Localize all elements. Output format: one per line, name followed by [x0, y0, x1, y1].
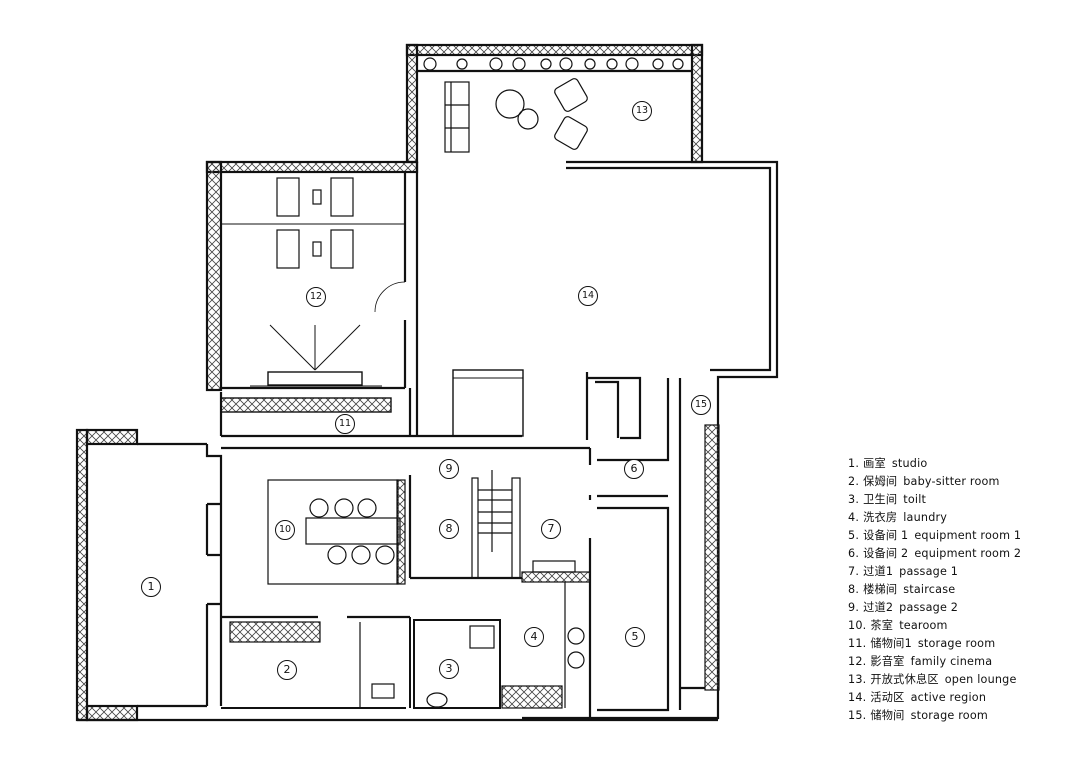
room-number-7: 7: [541, 519, 561, 539]
room-number-15: 15: [691, 395, 711, 415]
room-number-12: 12: [306, 287, 326, 307]
room-number-10: 10: [275, 520, 295, 540]
active-region-walls: [415, 160, 779, 720]
room-number-2: 2: [277, 660, 297, 680]
cinema-walls: [205, 160, 419, 392]
projector: [250, 324, 382, 387]
open-lounge-walls: [405, 43, 704, 164]
room-number-4: 4: [524, 627, 544, 647]
staircase: [410, 470, 522, 580]
cinema-seats: [276, 177, 354, 269]
plant-row: [423, 57, 684, 71]
studio-walls: [75, 428, 718, 722]
room-number-3: 3: [439, 659, 459, 679]
room-number-1: 1: [141, 577, 161, 597]
lounge-furniture: [444, 78, 588, 153]
room-number-9: 9: [439, 459, 459, 479]
bottom-rooms: [221, 582, 585, 709]
tearoom: [221, 446, 590, 619]
room-number-11: 11: [335, 414, 355, 434]
room-number-6: 6: [624, 459, 644, 479]
room-number-14: 14: [578, 286, 598, 306]
room-number-5: 5: [625, 627, 645, 647]
room-number-8: 8: [439, 519, 459, 539]
cinema-door: [374, 281, 406, 313]
passage-walls: [521, 372, 720, 720]
room-number-13: 13: [632, 101, 652, 121]
storage-11: [219, 372, 522, 438]
